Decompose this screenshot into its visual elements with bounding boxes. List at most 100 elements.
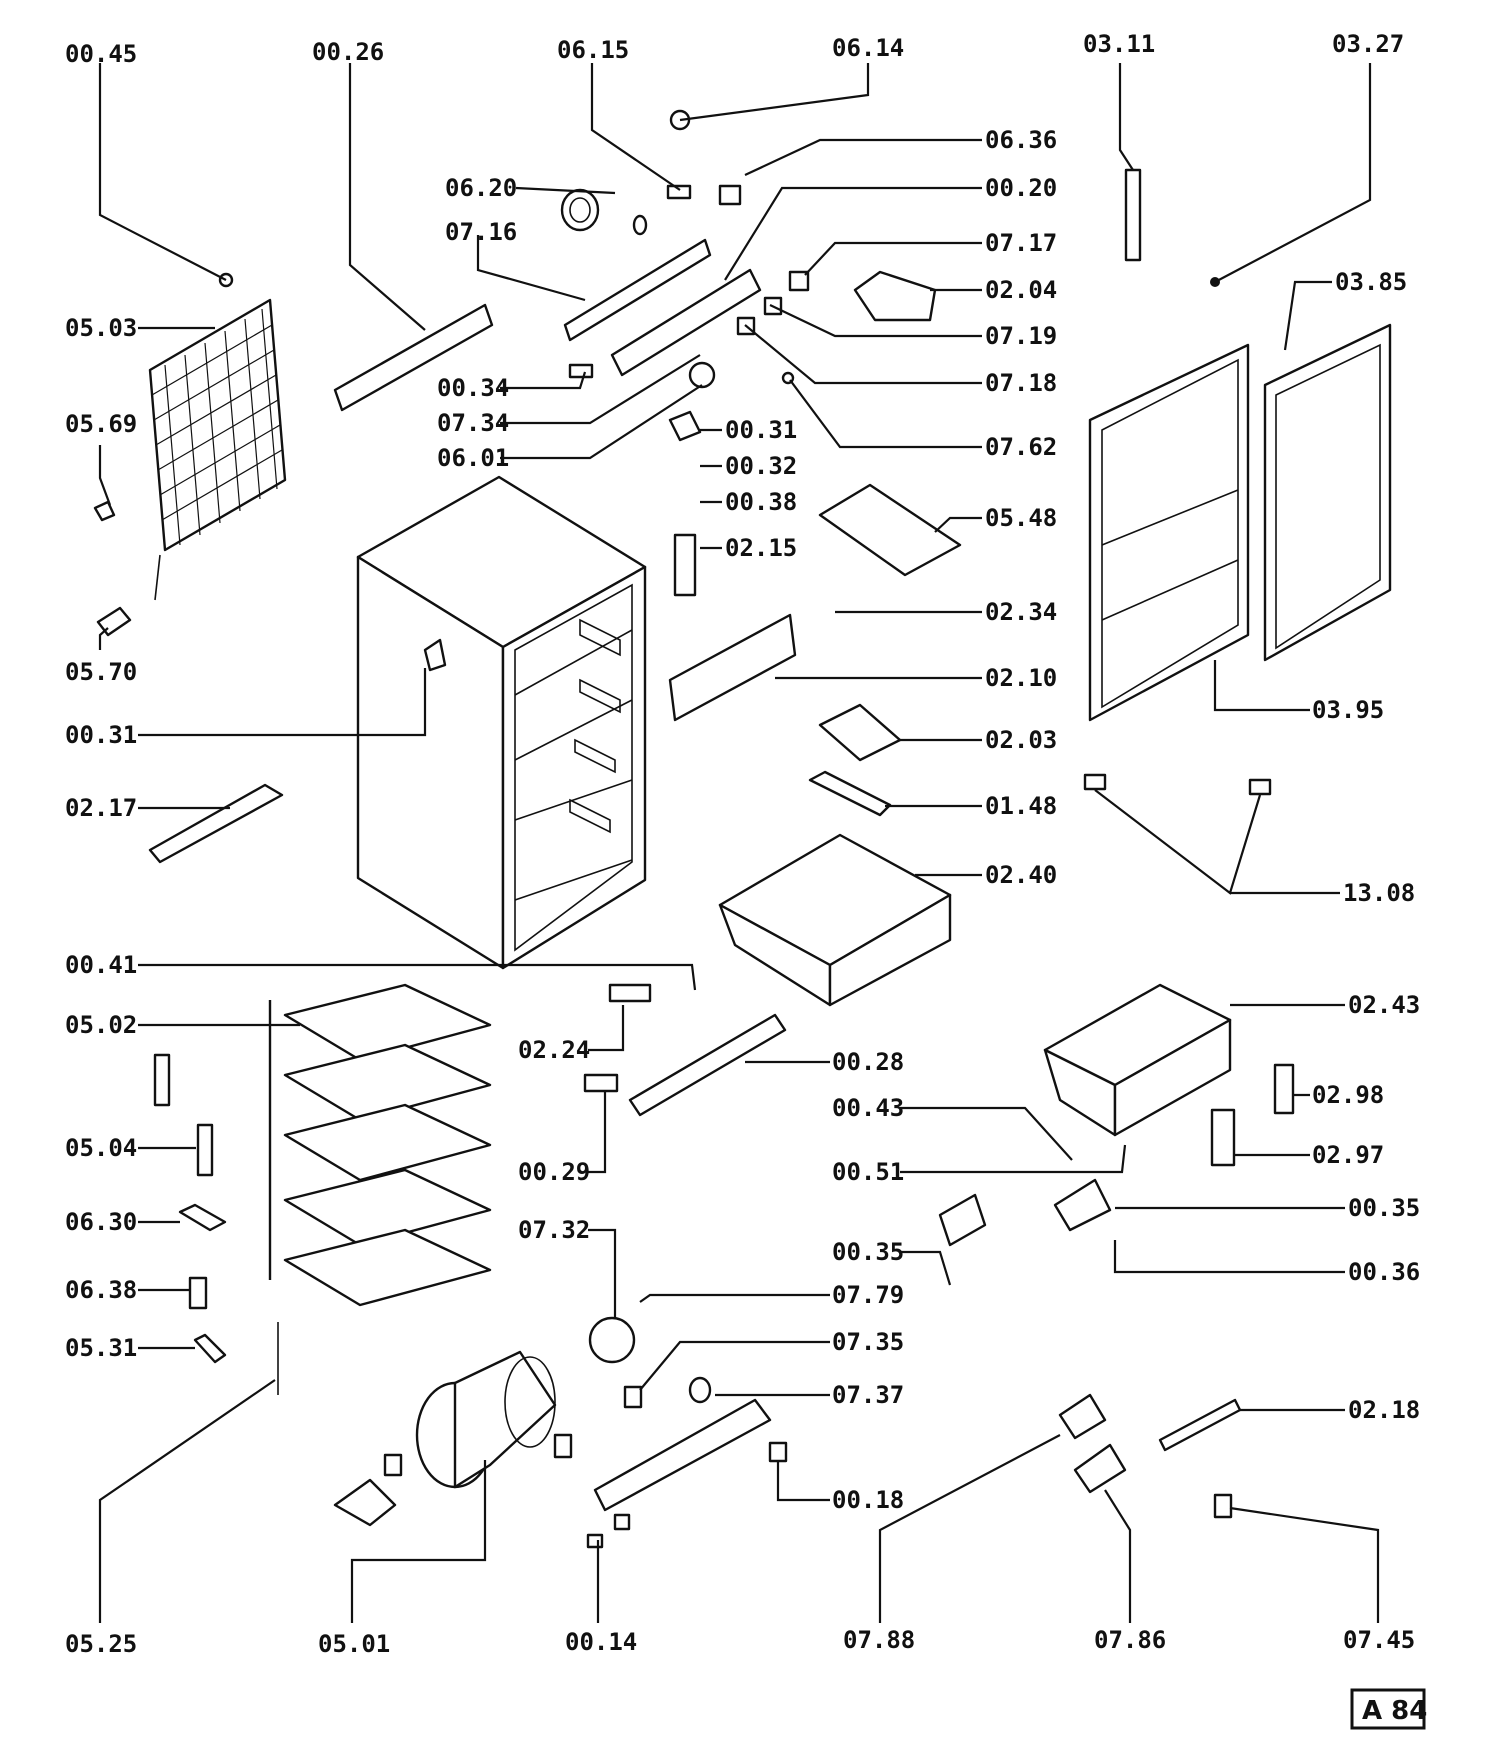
part-0737 — [688, 1376, 712, 1404]
callout-label: 03.11 — [1083, 30, 1155, 58]
leader-lines — [98, 63, 1380, 1623]
callout-label: 05.48 — [985, 504, 1057, 532]
callout-label: 02.43 — [1348, 991, 1420, 1019]
callout-label: 02.03 — [985, 726, 1057, 754]
callout-label: 05.01 — [318, 1630, 390, 1658]
callout-label: 00.45 — [65, 40, 137, 68]
callout-label: 06.20 — [445, 174, 517, 202]
callout-label: 07.32 — [518, 1216, 590, 1244]
callout-label: 05.69 — [65, 410, 137, 438]
upper-rail — [333, 303, 494, 412]
part-0018 — [768, 1441, 788, 1463]
callout-label: 02.98 — [1312, 1081, 1384, 1109]
callout-label: 06.14 — [832, 34, 904, 62]
knob-0601 — [688, 361, 716, 389]
callout-label: 02.15 — [725, 534, 797, 562]
part-0735 — [623, 1385, 643, 1409]
callout-label: 01.48 — [985, 792, 1057, 820]
condenser-coil — [148, 298, 287, 601]
part-0745 — [1213, 1493, 1233, 1519]
callout-label: 07.45 — [1343, 1626, 1415, 1654]
callout-label: 00.35 — [832, 1238, 904, 1266]
shelf-front — [668, 613, 797, 722]
callout-label: 02.10 — [985, 664, 1057, 692]
callout-label: 07.86 — [1094, 1626, 1166, 1654]
callout-label: 05.02 — [65, 1011, 137, 1039]
callout-label: 06.15 — [557, 36, 629, 64]
grid-piece — [818, 703, 902, 762]
clip-piece — [718, 184, 742, 206]
part-0298 — [1273, 1063, 1295, 1115]
callout-label: 00.34 — [437, 374, 509, 402]
part-0788 — [1058, 1393, 1107, 1440]
callout-label: 07.79 — [832, 1281, 904, 1309]
callout-label: 00.51 — [832, 1158, 904, 1186]
door-gasket — [1263, 323, 1392, 662]
part-0218 — [1158, 1398, 1242, 1452]
callout-label: 00.20 — [985, 174, 1057, 202]
callout-label: 02.40 — [985, 861, 1057, 889]
figure-badge-label: A 84 — [1362, 1696, 1427, 1726]
callout-label: 07.34 — [437, 409, 509, 437]
callout-label: 00.41 — [65, 951, 137, 979]
compressor — [415, 1350, 557, 1489]
clip-0034 — [568, 363, 594, 379]
hinge-rod — [1124, 168, 1142, 262]
part-0504-a — [153, 1053, 171, 1107]
callout-label: 00.32 — [725, 452, 797, 480]
part-0014-b — [613, 1513, 631, 1531]
part-0297 — [1210, 1108, 1236, 1167]
bracket-0035-b — [1053, 1178, 1112, 1232]
grommet-a — [383, 1453, 403, 1477]
callout-label: 02.34 — [985, 598, 1057, 626]
part-0014-a — [586, 1533, 604, 1549]
callout-label: 00.43 — [832, 1094, 904, 1122]
callout-label: 05.70 — [65, 658, 137, 686]
callout-label: 07.16 — [445, 218, 517, 246]
fan-coil — [560, 188, 648, 236]
callout-label: 00.35 — [1348, 1194, 1420, 1222]
callout-label: 00.31 — [65, 721, 137, 749]
callout-label: 07.88 — [843, 1626, 915, 1654]
callout-label: 02.18 — [1348, 1396, 1420, 1424]
callout-label: 06.01 — [437, 444, 509, 472]
callout-label: 06.38 — [65, 1276, 137, 1304]
callout-label: 07.37 — [832, 1381, 904, 1409]
crisper-drawer — [718, 833, 952, 1007]
lamp-socket — [788, 270, 810, 292]
part-0570 — [96, 606, 132, 637]
callout-label: 00.31 — [725, 416, 797, 444]
callout-label: 02.24 — [518, 1036, 590, 1064]
part-0638 — [188, 1276, 208, 1310]
bar-0028 — [628, 1013, 787, 1117]
callout-label: 02.04 — [985, 276, 1057, 304]
clip-1308-a — [1083, 773, 1107, 791]
callout-label: 00.29 — [518, 1158, 590, 1186]
bar-0217 — [148, 783, 284, 864]
grommet-b — [553, 1433, 573, 1459]
door-frame — [1088, 343, 1250, 722]
callout-label: 06.30 — [65, 1208, 137, 1236]
compressor-bracket — [333, 1478, 397, 1527]
callout-label: 05.03 — [65, 314, 137, 342]
callout-label: 03.27 — [1332, 30, 1404, 58]
callout-label: 00.14 — [565, 1628, 637, 1656]
part-0531 — [193, 1333, 227, 1364]
butter-box — [853, 270, 937, 322]
cabinet-body — [356, 475, 647, 970]
door-latch — [673, 533, 697, 597]
callout-label: 05.04 — [65, 1134, 137, 1162]
part-0630 — [178, 1203, 227, 1232]
callout-labels: 00.45 00.26 06.15 06.14 03.11 03.27 06.3… — [65, 30, 1420, 1658]
callout-label: 07.19 — [985, 322, 1057, 350]
bracket-0031 — [668, 410, 702, 442]
callout-label: 02.17 — [65, 794, 137, 822]
rail-bracket — [563, 238, 712, 342]
door-bin — [1043, 983, 1232, 1137]
callout-label: 05.25 — [65, 1630, 137, 1658]
callout-label: 02.97 — [1312, 1141, 1384, 1169]
part-0224 — [608, 983, 652, 1003]
switch-piece — [666, 184, 692, 200]
callout-label: 07.35 — [832, 1328, 904, 1356]
